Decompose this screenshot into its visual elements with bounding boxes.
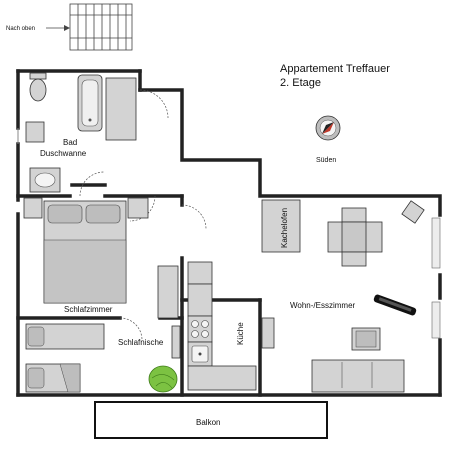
room-label-schlafnische: Schlafnische (118, 338, 164, 347)
room-label-balkon: Balkon (196, 418, 220, 427)
room-label-kueche: Küche (236, 322, 245, 345)
staircase (46, 3, 133, 51)
tv-icon (373, 294, 417, 316)
plan-subtitle: 2. Etage (280, 77, 321, 89)
door-swings (17, 89, 207, 341)
bathroom-fixtures (25, 72, 137, 193)
compass-label: Süden (316, 157, 336, 164)
kitchen-fixtures (187, 261, 275, 391)
stair-label: Nach oben (6, 26, 35, 32)
room-label-bad: Bad (63, 138, 77, 147)
room-label-kachelofen: Kachelofen (280, 208, 289, 248)
balcony (94, 401, 328, 439)
plan-title: Appartement Treffauer (280, 63, 390, 75)
room-label-schlafzimmer: Schlafzimmer (64, 305, 113, 314)
walls (16, 69, 442, 397)
compass-icon (315, 115, 341, 141)
living-furniture (311, 200, 441, 393)
room-label-bad-sub: Duschwanne (40, 149, 87, 158)
niche-furniture (25, 323, 181, 393)
tiled-stove (261, 199, 301, 253)
room-label-wohn: Wohn-/Esszimmer (290, 301, 356, 310)
bedroom-furniture (23, 197, 179, 319)
